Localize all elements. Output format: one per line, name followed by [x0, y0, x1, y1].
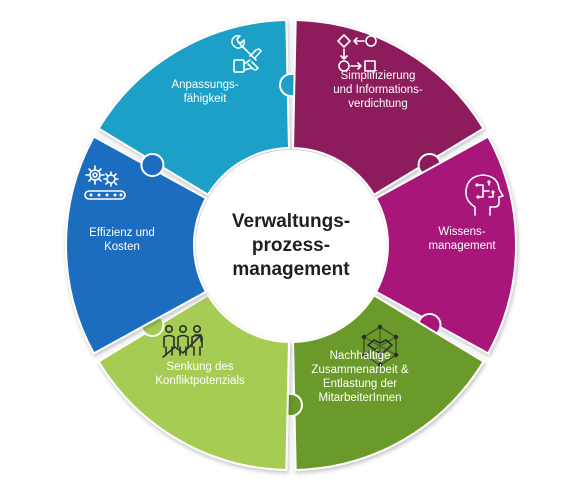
segment-label-line: Simplifizierung [341, 70, 416, 82]
segment-label-line: Wissens- [438, 226, 485, 238]
segment-konflikt [97, 293, 290, 471]
segment-label-line: Kosten [104, 241, 140, 253]
gears-conveyor-icon [84, 165, 126, 200]
people-growth-icon [162, 324, 203, 358]
wrench-hand-icon [231, 34, 262, 73]
segment-label-line: MitarbeiterInnen [318, 392, 401, 404]
segment-simplifizierung [292, 19, 485, 197]
segment-label-line: Anpassungs- [171, 79, 238, 91]
segment-label-line: Zusammenarbeit & [311, 364, 408, 376]
segment-label-simplifizierung: Simplifizierung und Informations-verdicht… [333, 70, 423, 110]
segment-label-line: Entlastung der [323, 378, 397, 390]
segment-label-line: und Informations- [333, 84, 423, 96]
segment-label-line: Konfliktpotenzials [155, 375, 245, 387]
segment-label-line: Nachhaltige [330, 350, 391, 362]
segment-label-wissen: Wissens-management [428, 226, 496, 252]
center-circle [196, 150, 386, 340]
segment-label-anpassung: Anpassungs-fähigkeit [171, 79, 238, 105]
handshake-network-icon [361, 324, 399, 368]
segment-anpassung [97, 19, 290, 197]
center-title-line: Verwaltungs- [232, 211, 350, 232]
center-title: Verwaltungs-prozess-management [232, 211, 350, 280]
flowchart-icon [337, 34, 377, 72]
segment-wissen [374, 135, 517, 355]
puzzle-knob-effizienz [140, 153, 165, 177]
center-title-line: management [232, 259, 350, 280]
segment-nachhaltig [292, 293, 485, 471]
segment-label-line: verdichtung [348, 98, 407, 110]
brain-head-icon [465, 174, 504, 216]
segment-label-line: Effizienz und [89, 227, 155, 239]
segment-label-line: fähigkeit [184, 93, 228, 105]
segment-label-line: Senkung des [166, 361, 233, 373]
center-title-line: prozess- [252, 235, 330, 256]
segment-label-line: management [428, 240, 496, 252]
